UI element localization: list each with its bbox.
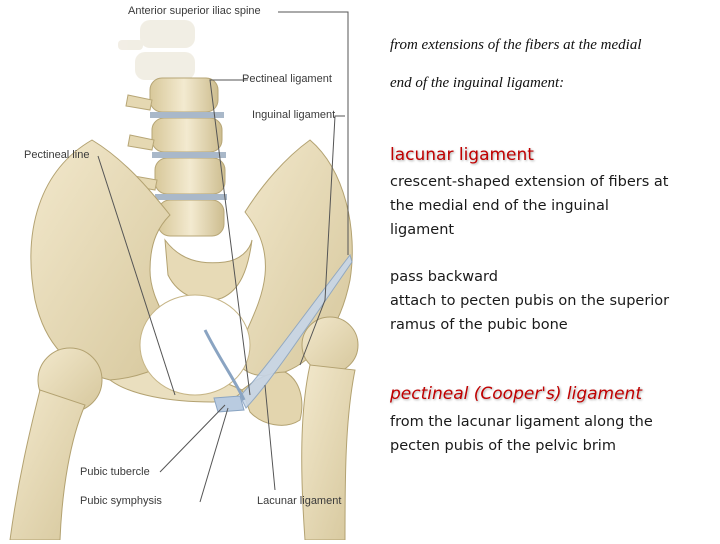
pelvis-drawing	[9, 11, 359, 541]
leader-pubic-tubercle	[159, 404, 226, 473]
pectineal-line-1: from the lacunar ligament along the	[390, 414, 653, 430]
text-panel: from extensions of the fibers at the med…	[390, 0, 715, 540]
leader-inguinal-ligament	[299, 115, 345, 366]
label-lacunar-ligament: Lacunar ligament	[257, 495, 342, 507]
leader-pubic-symphysis	[199, 407, 229, 503]
intro-line-1: from extensions of the fibers at the med…	[390, 37, 642, 53]
pectineal-line-2: pecten pubis of the pelvic brim	[390, 438, 616, 454]
label-pubic-tubercle: Pubic tubercle	[80, 466, 150, 478]
attachment-description: pass backward attach to pecten pubis on …	[390, 265, 710, 337]
attach-line-1: pass backward	[390, 269, 498, 285]
label-pectineal-ligament: Pectineal ligament	[242, 73, 332, 85]
pectineal-description: from the lacunar ligament along the pect…	[390, 410, 710, 458]
intro-line-2: end of the inguinal ligament:	[390, 75, 565, 91]
leader-lines	[97, 11, 349, 503]
lacunar-line-3: ligament	[390, 222, 455, 238]
pelvic-bones	[30, 139, 353, 426]
lacunar-description: crescent-shaped extension of fibers at t…	[390, 170, 710, 242]
lacunar-line-1: crescent-shaped extension of fibers at	[390, 174, 669, 190]
term-lacunar-ligament: lacunar ligament	[390, 145, 534, 165]
leader-lacunar-ligament	[264, 384, 276, 491]
leader-pectineal-line	[97, 155, 176, 396]
pelvis-illustration: Anterior superior iliac spine Pectineal …	[9, 5, 359, 541]
label-pectineal-line: Pectineal line	[24, 149, 90, 161]
attach-line-3: ramus of the pubic bone	[390, 317, 568, 333]
leader-pectineal-ligament	[209, 79, 251, 396]
term-pectineal-ligament: pectineal (Cooper's) ligament	[390, 384, 642, 404]
attach-line-2: attach to pecten pubis on the superior	[390, 293, 670, 309]
label-pubic-symphysis: Pubic symphysis	[80, 495, 162, 507]
label-anterior-superior-iliac-spine: Anterior superior iliac spine	[128, 5, 261, 17]
label-inguinal-ligament: Inguinal ligament	[252, 109, 336, 121]
leader-asis	[278, 11, 349, 255]
femurs	[9, 316, 359, 541]
faded-vertebrae	[118, 20, 195, 80]
lacunar-line-2: the medial end of the inguinal	[390, 198, 609, 214]
